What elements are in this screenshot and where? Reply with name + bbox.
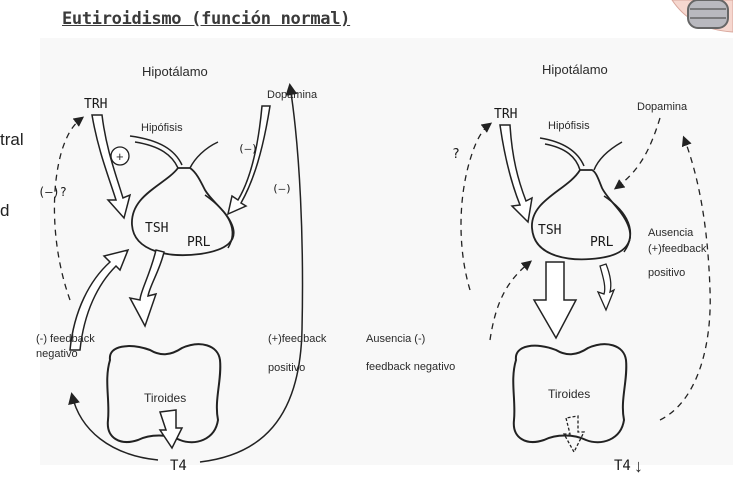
- right-absent-pos-label-1: Ausencia: [648, 227, 694, 239]
- right-stalk-line: [540, 138, 584, 166]
- left-t4-label: T4: [170, 458, 187, 474]
- right-prl-arrow: [598, 264, 614, 310]
- right-trh-label: TRH: [494, 107, 517, 122]
- left-dashed-feedback-arrow: [54, 118, 82, 300]
- left-pos-feedback-label: (+)feedback: [268, 333, 327, 345]
- left-inhibit-label-b: (–): [272, 182, 292, 195]
- right-tsh-arrow: [534, 262, 576, 338]
- right-prl-label: PRL: [590, 235, 614, 250]
- right-pituitary-label: Hipófisis: [548, 120, 590, 132]
- left-pituitary-label: Hipófisis: [141, 122, 183, 134]
- right-dashed-positive-arrow: [660, 138, 710, 420]
- left-plus-sign: +: [116, 149, 124, 164]
- left-hypothalamus-label: Hipotálamo: [142, 64, 208, 79]
- left-trh-label: TRH: [84, 97, 107, 112]
- right-absent-neg-label: Ausencia (-): [366, 333, 425, 345]
- left-dopamine-arrow: [228, 106, 270, 214]
- left-pituitary-gland: [132, 168, 234, 255]
- right-thyroid-label: Tiroides: [548, 387, 590, 401]
- right-dashed-question-arrow: [461, 124, 490, 290]
- left-minus-question-label: (–)?: [38, 185, 67, 199]
- left-tsh-arrow: [130, 250, 164, 326]
- right-diagram: Hipotálamo TRH Dopamina Hipófisis TSH PR…: [366, 62, 710, 476]
- right-stalk-line: [545, 144, 580, 170]
- right-dashed-negative-arrow: [490, 262, 530, 340]
- right-absent-pos-label-2: (+)feedback: [648, 243, 707, 255]
- right-hypothalamus-label: Hipotálamo: [542, 62, 608, 77]
- left-t4-release-arrow: [160, 410, 182, 448]
- left-diagram: Hipotálamo TRH Dopamina Hipófisis TSH PR…: [36, 64, 327, 474]
- left-stalk-line: [190, 142, 218, 168]
- left-tsh-label: TSH: [145, 221, 168, 236]
- right-trh-arrow: [500, 125, 532, 222]
- left-prl-label: PRL: [187, 235, 211, 250]
- right-dopamine-dashed-arrow: [616, 118, 660, 188]
- left-neg-feedback-label-2: negativo: [36, 348, 78, 360]
- right-pituitary-gland: [532, 170, 630, 259]
- left-neg-feedback-label: (-) feedback: [36, 333, 95, 345]
- right-absent-pos-label-3: positivo: [648, 267, 685, 279]
- right-stalk-line: [594, 142, 622, 170]
- left-stalk-line: [135, 142, 178, 168]
- left-thyroid-label: Tiroides: [144, 391, 186, 405]
- right-dopamine-label: Dopamina: [637, 101, 688, 113]
- left-inhibit-label-a: (–): [238, 142, 258, 155]
- right-question-label: ?: [452, 147, 460, 162]
- left-pos-feedback-label-2: positivo: [268, 362, 305, 374]
- left-trh-arrow: [92, 115, 130, 218]
- right-absent-neg-label-2: feedback negativo: [366, 361, 455, 373]
- right-t4-down-arrow: ↓: [634, 456, 643, 476]
- right-t4-label: T4: [614, 458, 631, 474]
- right-tsh-label: TSH: [538, 223, 561, 238]
- right-t4-dashed-release-arrow: [564, 416, 584, 452]
